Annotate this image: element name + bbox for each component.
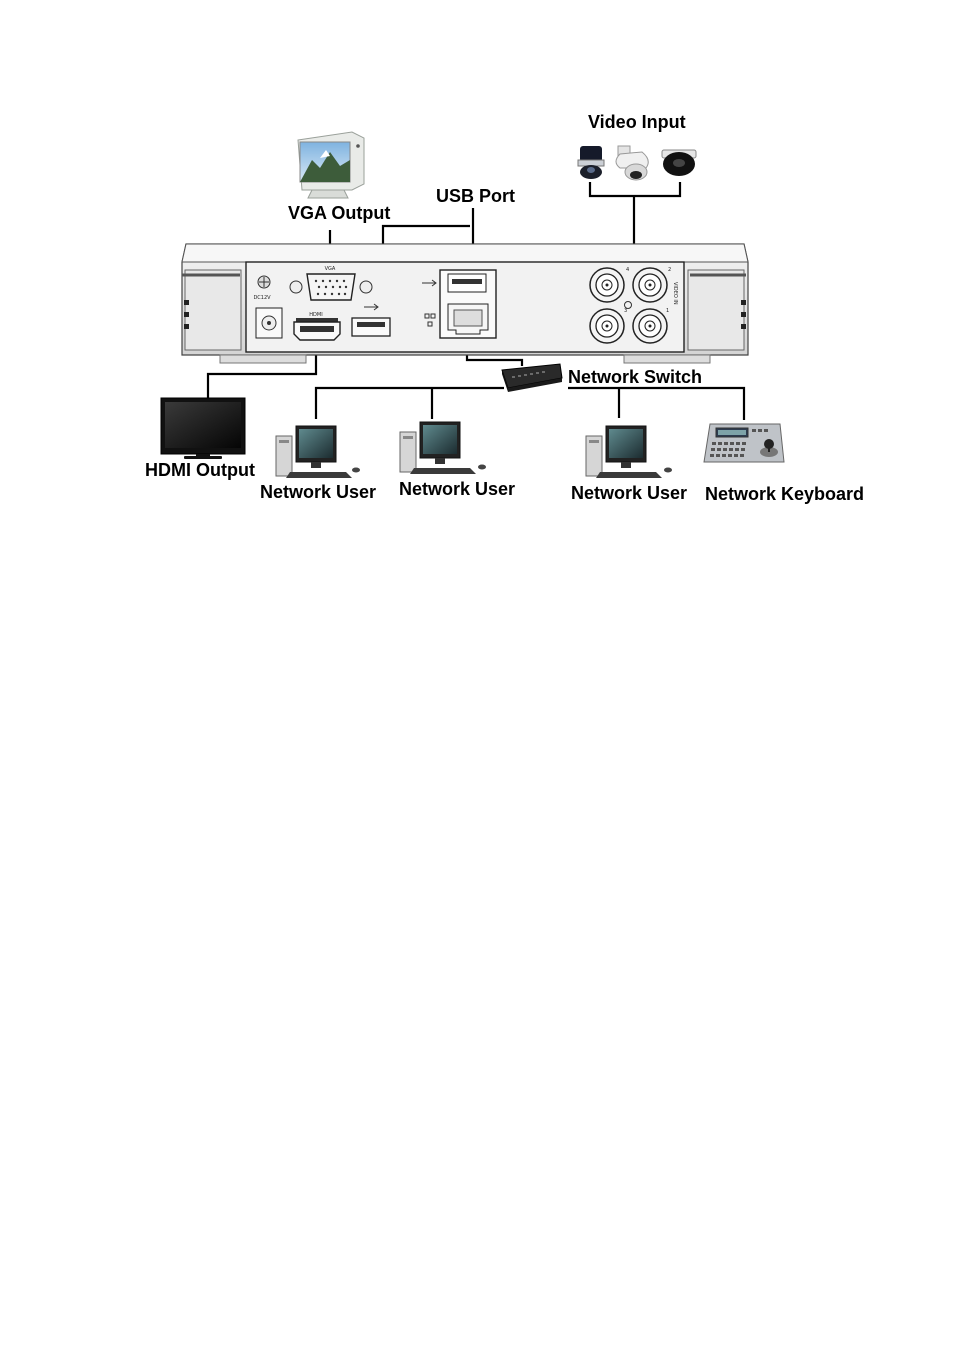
network-user-label-1: Network User xyxy=(260,482,376,502)
tv-icon xyxy=(160,397,246,459)
vga-output-label: VGA Output xyxy=(288,203,390,223)
port-number-2: 2 xyxy=(668,267,671,273)
vga-port xyxy=(306,273,356,301)
port-number-1: 1 xyxy=(666,308,669,314)
bnc-video-port-1 xyxy=(589,267,625,303)
bnc-video-port-4 xyxy=(632,308,668,344)
dome-camera-icon xyxy=(661,149,697,176)
usb-port-label: USB Port xyxy=(436,186,515,206)
video-input-label: Video Input xyxy=(588,112,686,132)
network-keyboard-label: Network Keyboard xyxy=(705,484,864,504)
vga-port-label: VGA xyxy=(325,266,336,272)
power-label: DC12V xyxy=(253,295,271,301)
desktop-computer-icon xyxy=(275,425,360,478)
dvr-rear-panel: DC12V VGA HDMI xyxy=(181,243,749,364)
bnc-video-port-3 xyxy=(589,308,625,344)
video-in-label: VIDEO IN xyxy=(672,282,678,305)
dome-camera-icon xyxy=(577,146,605,179)
monitor-icon xyxy=(297,131,365,199)
ptz-keyboard-icon xyxy=(703,423,785,463)
speed-dome-camera-icon xyxy=(615,145,649,181)
hdmi-port-label: HDMI xyxy=(309,312,322,318)
network-switch-label: Network Switch xyxy=(568,367,702,387)
desktop-computer-icon xyxy=(585,425,672,478)
network-user-label-2: Network User xyxy=(399,479,515,499)
network-user-label-3: Network User xyxy=(571,483,687,503)
port-number-3: 3 xyxy=(624,308,627,314)
network-switch-icon xyxy=(501,363,563,392)
bnc-video-port-2 xyxy=(632,267,668,303)
hdmi-output-label: HDMI Output xyxy=(145,460,255,480)
port-number-4: 4 xyxy=(626,267,629,273)
desktop-computer-icon xyxy=(399,421,486,474)
